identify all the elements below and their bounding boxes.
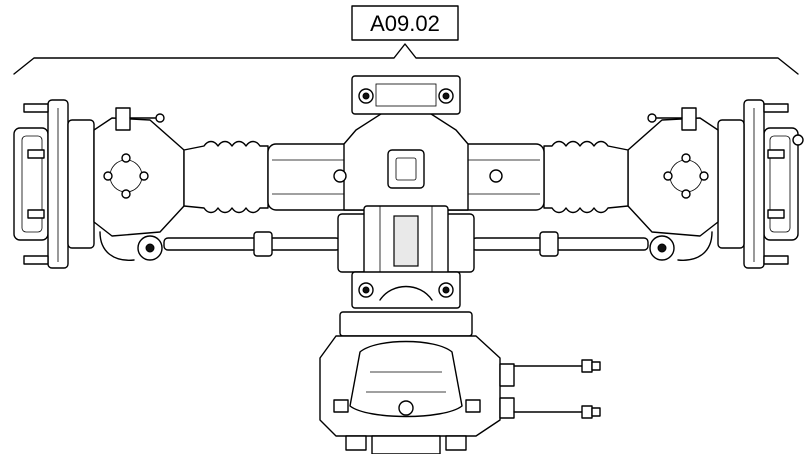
callout-label: A09.02 (370, 11, 440, 36)
tie-rods (137, 231, 675, 261)
left-wheel-hub (13, 99, 95, 269)
left-steering-knuckle (93, 107, 185, 261)
right-wheel-hub (717, 99, 804, 269)
sensor-cables (513, 359, 601, 419)
steering-cylinder (337, 205, 475, 277)
top-mount-bracket (351, 75, 461, 115)
callout-bracket (13, 43, 799, 75)
axle-housing (267, 111, 545, 211)
callout: A09.02 (13, 5, 799, 75)
left-bellows-boot (183, 140, 269, 214)
lower-mount-bracket (351, 271, 461, 309)
differential-gearbox (319, 311, 515, 454)
callout-label-box (351, 5, 459, 41)
right-bellows-boot (543, 140, 629, 214)
